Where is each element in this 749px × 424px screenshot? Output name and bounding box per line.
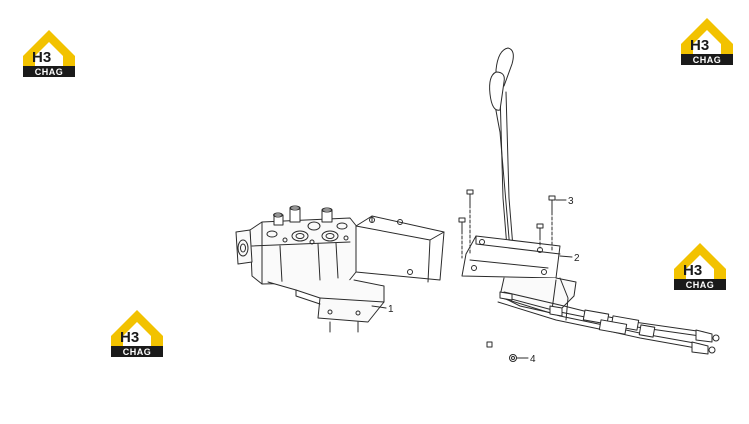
loose-fasteners [486,341,517,362]
brand-logo-middle-right: H3 CHAG [672,239,728,291]
logo-mark: H3 [120,329,139,346]
brand-logo-graphic: H3 CHAG [681,18,733,65]
brand-logo-bottom-left: H3 CHAG [109,306,165,358]
logo-mark: H3 [690,37,709,54]
callout-1: 1 [388,304,394,315]
callouts: 1 2 3 4 [371,196,580,365]
logo-word: CHAG [686,280,715,290]
logo-word: CHAG [35,67,64,77]
control-cables [497,291,720,355]
callout-2: 2 [574,253,580,264]
brand-logo-graphic: H3 CHAG [111,310,163,357]
valve-cover-box [355,215,445,283]
callout-leader-1 [371,305,387,309]
mounting-bolts [458,189,556,239]
callout-4: 4 [530,354,536,365]
logo-word: CHAG [123,347,152,357]
logo-mark: H3 [32,49,51,66]
brand-logo-top-right: H3 CHAG [679,14,735,66]
control-valve-block [235,205,359,285]
logo-mark: H3 [683,262,702,279]
brand-logo-graphic: H3 CHAG [23,30,75,77]
brand-logo-graphic: H3 CHAG [674,243,726,290]
logo-word: CHAG [693,55,722,65]
brand-logo-top-left: H3 CHAG [21,26,77,78]
callout-3: 3 [568,196,574,207]
shift-lever [489,47,523,269]
mounting-bracket [267,279,385,333]
callout-leader-2 [559,255,573,258]
base-plate [461,199,561,279]
